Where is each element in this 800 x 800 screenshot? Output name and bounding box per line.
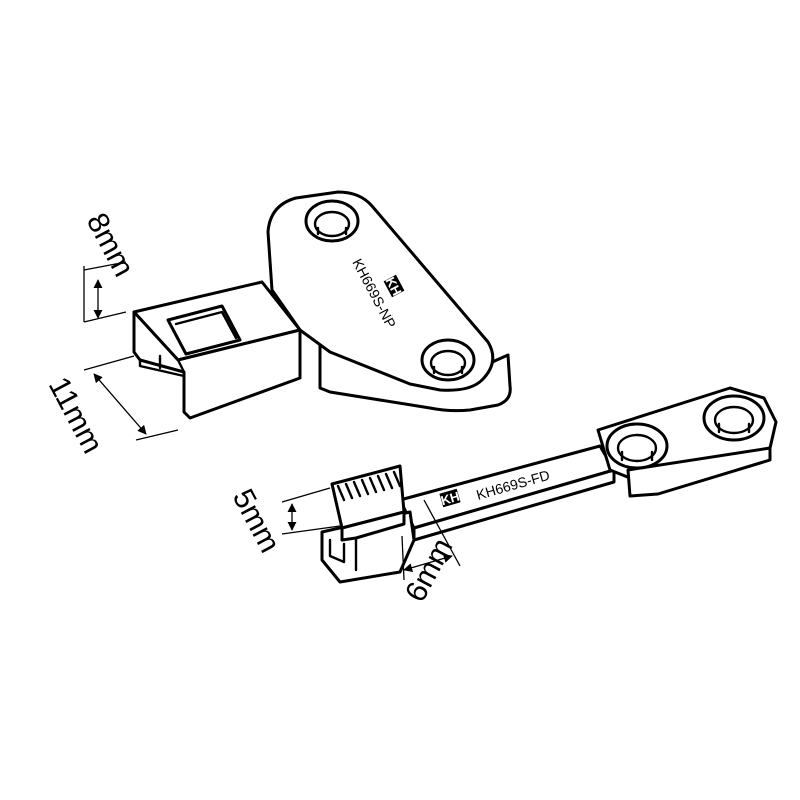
feed-dog-logo: KH [439,489,461,509]
needle-plate-square-window [166,304,242,356]
svg-text:KH: KH [439,489,461,509]
feed-dog-teeth-front [340,510,406,542]
feed-dog-base-step [328,536,358,572]
needle-plate-arm-lip [138,354,186,378]
needle-plate-screw-hole-bottom [420,338,476,382]
needle-plate-window-depth [174,310,238,340]
feed-dog-teeth [336,470,402,502]
needle-plate-arm-front [132,310,302,420]
feed-dog: KH KH669S-FD [320,386,778,584]
dimension-8mm-label: 8mm [80,208,140,282]
feed-dog-screw-hole-right [702,394,766,442]
needle-plate-screw-hole-top [304,199,360,243]
feed-dog-end-block-side [626,446,772,498]
dimension-11mm-label: 11mm [42,372,109,459]
feed-dog-screw-hole-left [605,422,669,470]
needle-plate-arm-inner [176,358,186,414]
dimension-5mm-label: 5mm [226,484,286,558]
needle-plate: KH KH669S-NP [132,190,512,420]
dimension-8mm: 8mm [80,208,140,323]
dimension-11mm: 11mm [42,355,179,459]
